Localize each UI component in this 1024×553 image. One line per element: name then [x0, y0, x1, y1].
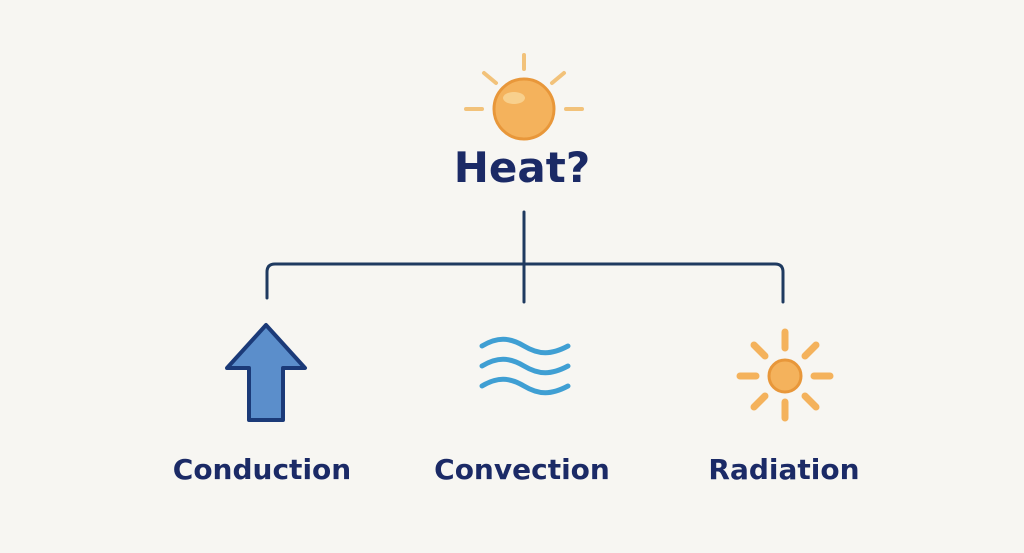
- convection-label: Convection: [434, 453, 610, 486]
- conduction-label: Conduction: [172, 453, 352, 486]
- waves-icon: [479, 336, 571, 396]
- sun-icon: [464, 53, 584, 141]
- up-arrow-icon: [225, 323, 307, 422]
- diagram-title: Heat?: [453, 143, 591, 192]
- tree-connector: [265, 210, 785, 304]
- radiating-sun-icon: [736, 328, 834, 422]
- radiation-label: Radiation: [708, 453, 860, 486]
